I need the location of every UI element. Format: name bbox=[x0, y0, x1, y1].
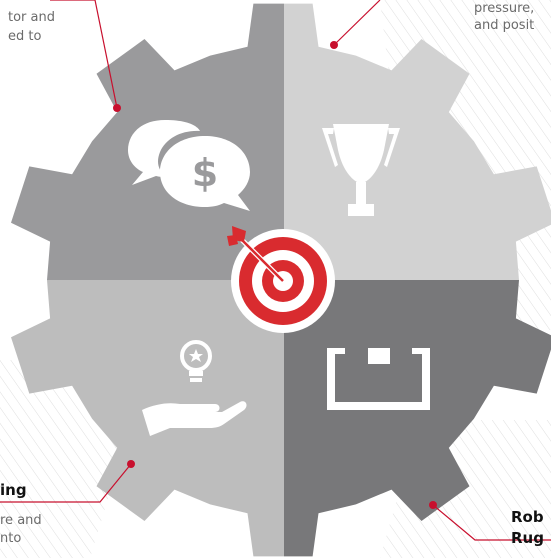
callout-top-right-line2: and posit bbox=[474, 18, 535, 33]
callout-line-bottom-right bbox=[432, 504, 551, 541]
callout-top-left-line1: tor and bbox=[8, 10, 55, 25]
callout-bottom-left-title: ing bbox=[0, 481, 27, 499]
callout-top-right-line1: pressure, bbox=[474, 1, 535, 16]
callout-bottom-right-title1: Rob bbox=[511, 508, 544, 526]
callout-line-top-right bbox=[333, 0, 381, 46]
callout-bottom-right-title2: Rug bbox=[511, 529, 544, 547]
callout-dot-bottom-left bbox=[127, 460, 135, 468]
callout-dot-top-right bbox=[330, 41, 338, 49]
callout-top-left-line2: ed to bbox=[8, 29, 42, 44]
trophy-icon bbox=[322, 124, 400, 216]
lightbulb-hand-icon bbox=[142, 340, 247, 436]
box-icon bbox=[327, 348, 430, 410]
callout-dots bbox=[113, 41, 437, 509]
callout-bottom-left-line2: nto bbox=[0, 531, 22, 546]
target-icon bbox=[227, 226, 335, 333]
callout-lines bbox=[0, 0, 551, 541]
callout-bottom-left-line1: re and bbox=[0, 513, 42, 528]
dollar-chat-icon: $ bbox=[128, 120, 250, 211]
callout-dot-top-left bbox=[113, 104, 121, 112]
callout-line-bottom-left bbox=[0, 463, 132, 503]
svg-text:$: $ bbox=[192, 151, 218, 195]
callout-line-top-left bbox=[50, 0, 118, 109]
callout-dot-bottom-right bbox=[429, 501, 437, 509]
